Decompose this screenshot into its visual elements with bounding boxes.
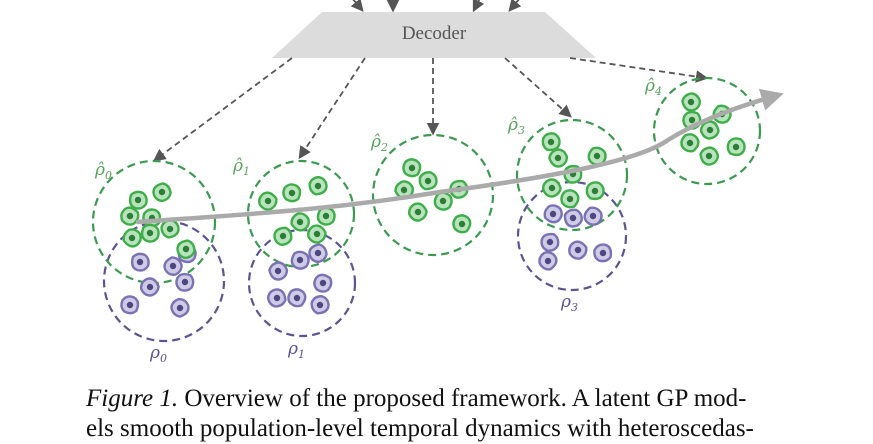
framework-diagram: Decoder ρ̂0 ρ̂1 ρ̂2 ρ̂3 ρ̂4 ρ0 ρ1 ρ3: [91, 0, 784, 365]
purple-cell: [266, 288, 287, 308]
green-cells: [120, 92, 746, 260]
green-cell: [452, 214, 472, 234]
rho-hat-0-label: ρ̂0: [94, 160, 112, 182]
purple-cell: [120, 295, 140, 315]
green-cell: [681, 92, 702, 112]
caption-line-2: els smooth population-level temporal dyn…: [86, 415, 754, 442]
green-cell: [128, 190, 148, 210]
green-cell: [433, 191, 453, 211]
purple-cell: [175, 272, 195, 292]
green-cell: [273, 226, 293, 247]
caption-figure-number: Figure 1.: [86, 385, 179, 412]
purple-cell: [310, 294, 330, 315]
rho-hat-4-label: ρ̂4: [644, 76, 662, 98]
green-cell: [699, 120, 720, 140]
green-cell: [122, 228, 142, 248]
rho-1-label: ρ1: [287, 339, 305, 361]
purple-cell: [540, 232, 560, 252]
green-cell: [408, 202, 428, 222]
green-cell: [152, 182, 172, 203]
green-cell: [699, 146, 720, 166]
purple-cell: [130, 252, 150, 272]
green-cell: [680, 133, 700, 153]
green-cell: [418, 171, 438, 191]
green-cell: [587, 146, 607, 166]
green-cell: [541, 132, 561, 152]
purple-cell: [593, 243, 613, 263]
purple-cell: [140, 277, 160, 297]
figure-caption: Figure 1. Overview of the proposed frame…: [86, 384, 806, 444]
rho-hat-2-label: ρ̂2: [370, 132, 388, 154]
caption-line-1: Figure 1. Overview of the proposed frame…: [86, 384, 806, 414]
green-cell: [308, 175, 328, 196]
rho-hat-4-circle: [652, 76, 762, 186]
rho-0-circle: [102, 219, 226, 343]
rho-1-circle: [247, 228, 357, 338]
green-cell: [548, 148, 568, 168]
latent-trajectory: [135, 88, 784, 225]
green-population-circles: [91, 76, 762, 285]
purple-cell: [308, 243, 328, 264]
green-cell: [140, 223, 160, 243]
green-cell: [316, 206, 336, 226]
decoder-label: Decoder: [402, 23, 467, 44]
green-cell: [541, 178, 562, 198]
green-cell: [258, 191, 278, 211]
green-cell: [560, 189, 580, 209]
green-cell: [120, 206, 140, 226]
caption-text-1: Overview of the proposed framework. A la…: [184, 385, 747, 412]
decoder-output-arrows: [152, 57, 709, 162]
rho-hat-2-circle: [371, 133, 495, 257]
purple-cell: [290, 250, 310, 270]
purple-cell: [268, 261, 289, 281]
green-cell: [290, 212, 310, 232]
rho-hat-3-circle: [515, 118, 629, 232]
green-cell: [402, 158, 422, 178]
green-cell: [726, 137, 746, 157]
green-cell: [176, 239, 196, 260]
purple-cell: [583, 206, 603, 226]
green-cell: [282, 183, 302, 203]
purple-cell: [563, 208, 583, 228]
purple-cell: [287, 288, 307, 308]
purple-cell: [170, 297, 190, 318]
purple-cell: [163, 256, 183, 276]
purple-cell: [313, 273, 333, 293]
rho-hat-1-label: ρ̂1: [232, 156, 250, 178]
rho-hat-3-label: ρ̂3: [507, 115, 525, 137]
green-cell: [307, 224, 327, 244]
rho-0-label: ρ0: [149, 343, 167, 365]
green-cell: [585, 181, 605, 201]
decoder-block: [272, 12, 596, 58]
decoder-input-arrows: [350, 0, 522, 13]
rho-3-label: ρ3: [560, 292, 578, 314]
purple-cell: [568, 240, 588, 260]
purple-cell: [543, 204, 563, 224]
purple-cell: [538, 251, 558, 271]
